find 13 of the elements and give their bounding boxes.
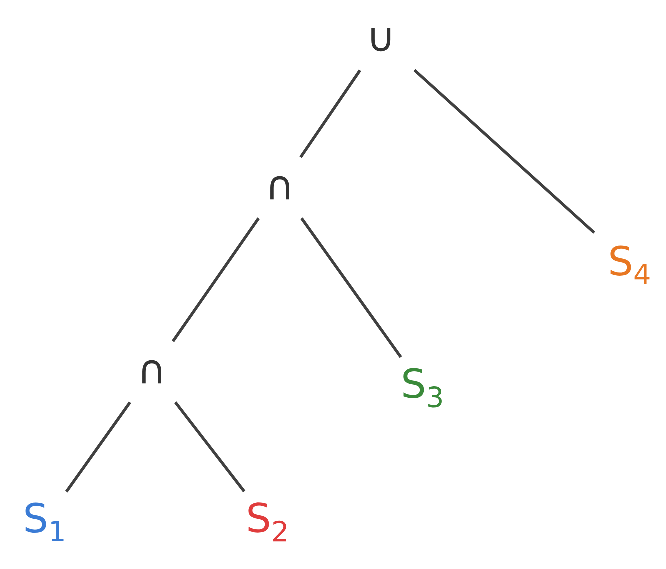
connector-line — [172, 218, 260, 342]
union-symbol: ∪ — [372, 28, 391, 52]
set-label: S$_{1}$ — [26, 502, 64, 542]
connector-line — [300, 218, 402, 358]
connector-line — [65, 402, 132, 493]
set-label: S$_{3}$ — [404, 368, 442, 408]
connector-line — [174, 402, 246, 493]
connector-line — [300, 70, 362, 158]
intersection-symbol: ∩ — [142, 360, 162, 384]
set-label: S$_{2}$ — [248, 502, 286, 542]
intersection-symbol: ∩ — [270, 176, 290, 200]
set-label: S$_{4}$ — [610, 246, 650, 284]
connector-line — [414, 69, 596, 234]
